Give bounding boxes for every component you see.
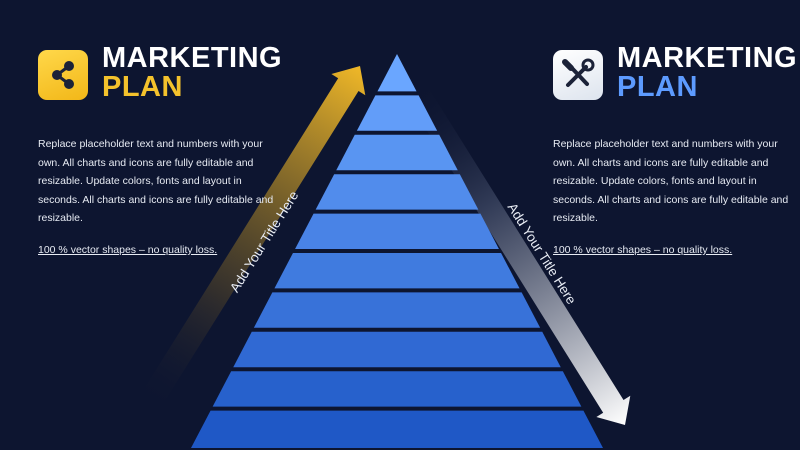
pyramid-level-3[interactable] <box>336 134 458 171</box>
right-title-line2: PLAN <box>617 71 698 103</box>
pyramid-layers <box>191 54 603 448</box>
rising-arrow <box>137 66 366 412</box>
pyramid-level-10[interactable] <box>191 410 603 448</box>
share-icon <box>38 50 88 100</box>
descending-arrow <box>402 79 631 425</box>
pyramid-level-6[interactable] <box>274 253 520 289</box>
left-vector-note-link[interactable]: 100 % vector shapes – no quality loss. <box>38 244 218 256</box>
right-title: MARKETING PLAN <box>617 44 797 102</box>
left-title-line2: PLAN <box>102 71 183 103</box>
pyramid-level-9[interactable] <box>212 371 582 407</box>
left-title: MARKETING PLAN <box>102 44 282 102</box>
pyramid-level-2[interactable] <box>356 95 438 131</box>
left-body-text: Replace placeholder text and numbers wit… <box>38 138 274 224</box>
right-title-line1: MARKETING <box>617 42 798 74</box>
left-title-line1: MARKETING <box>102 42 283 74</box>
right-body-text: Replace placeholder text and numbers wit… <box>553 138 789 224</box>
pyramid-level-7[interactable] <box>253 292 541 328</box>
pyramid-level-4[interactable] <box>315 174 479 210</box>
pyramid-level-1[interactable] <box>377 54 417 92</box>
pyramid-level-8[interactable] <box>233 331 561 368</box>
pyramid-level-5[interactable] <box>295 213 499 249</box>
tools-icon <box>553 50 603 100</box>
right-vector-note-link[interactable]: 100 % vector shapes – no quality loss. <box>553 244 733 256</box>
